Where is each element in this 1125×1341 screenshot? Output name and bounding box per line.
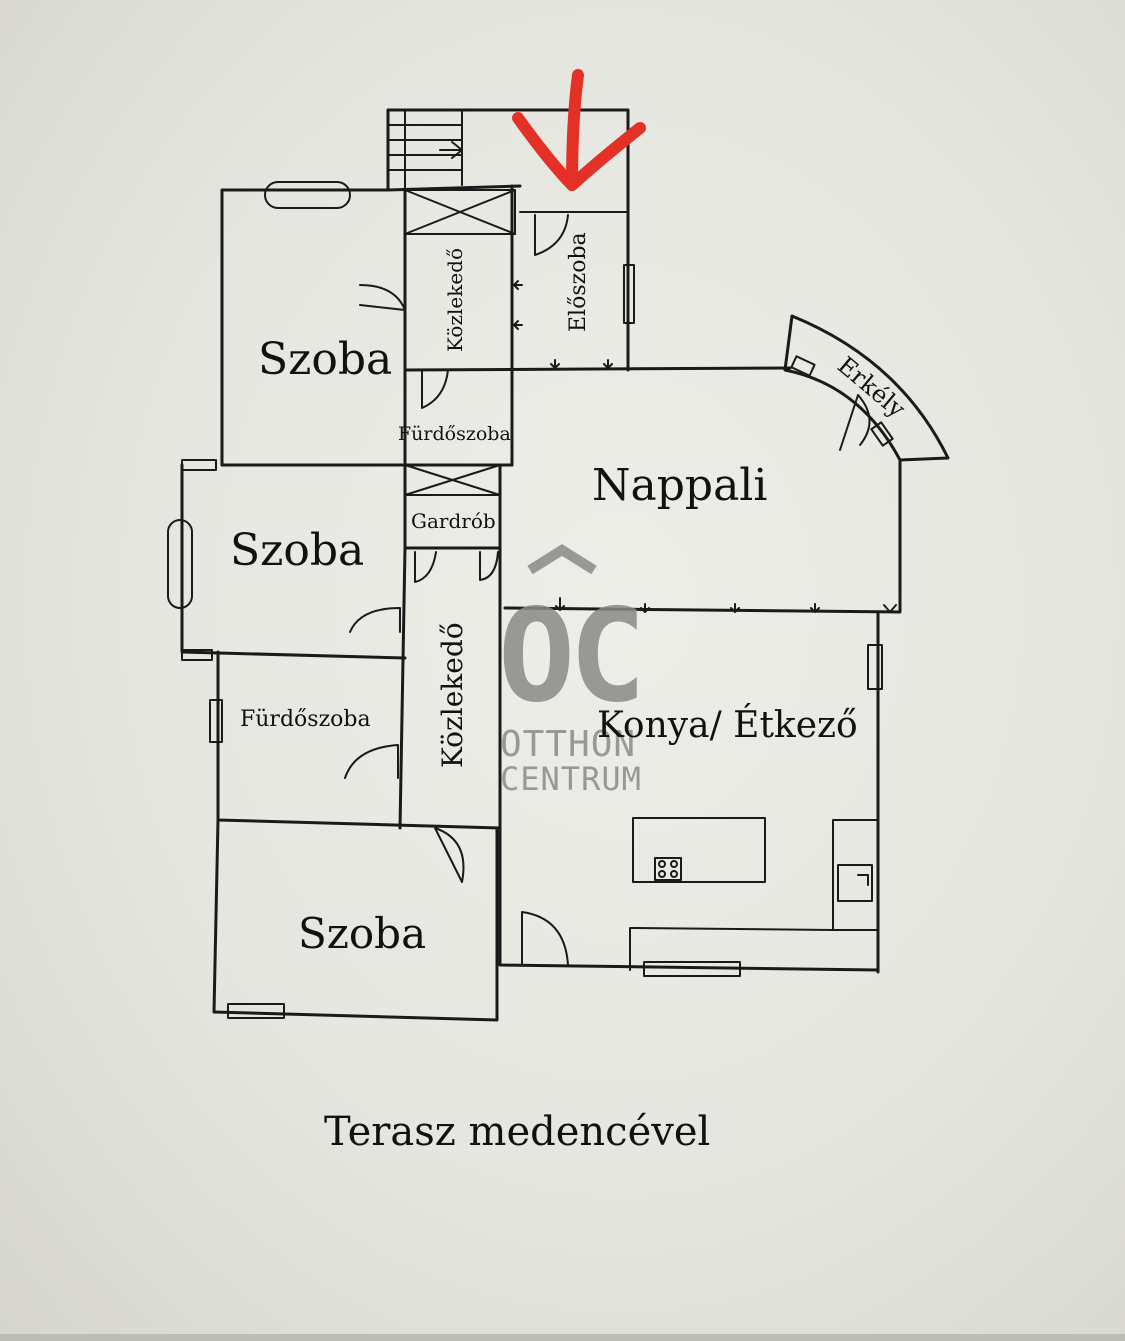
room-label-szoba-top: Szoba: [258, 334, 392, 385]
watermark-line2: CENTRUM: [500, 760, 642, 798]
room-labels: Szoba Szoba Szoba Közlekedő Közlekedő El…: [230, 232, 911, 1155]
watermark: OC OTTHON CENTRUM: [498, 544, 646, 798]
watermark-logo: OC: [498, 582, 640, 731]
stove-icon: [654, 857, 682, 881]
doors: [344, 214, 871, 966]
room-label-eloszoba: Előszoba: [566, 232, 591, 332]
kitchen-fixtures: [629, 817, 879, 971]
room-label-szoba-bottom: Szoba: [298, 909, 426, 958]
room-label-gardrob: Gardrób: [411, 509, 496, 533]
closet-boxes: [404, 189, 516, 496]
room-label-konyha: Konya/ Étkező: [597, 704, 858, 746]
room-label-kozlekedo-lower: Közlekedő: [436, 622, 469, 768]
flow-arrows: [513, 280, 897, 613]
room-label-furdoszoba-upper: Fürdőszoba: [398, 423, 511, 445]
room-label-kozlekedo-upper: Közlekedő: [443, 248, 467, 352]
room-label-szoba-middle: Szoba: [230, 525, 364, 576]
bottom-edge: [0, 1334, 1125, 1341]
terrace-label: Terasz medencével: [324, 1109, 710, 1155]
room-label-nappali: Nappali: [592, 460, 767, 511]
stairs-icon: [387, 109, 463, 191]
room-label-furdoszoba-lower: Fürdőszoba: [240, 707, 371, 732]
windows: [167, 181, 894, 1019]
entrance-arrow-icon: [512, 69, 646, 191]
sink-icon: [837, 864, 873, 902]
watermark-line1: OTTHON: [500, 724, 636, 765]
